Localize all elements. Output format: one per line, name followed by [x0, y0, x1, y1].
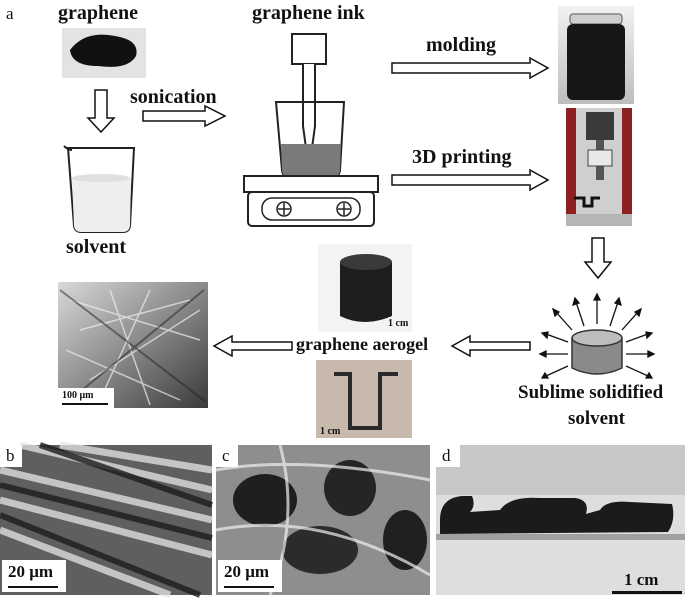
panel-label-d: d — [442, 446, 451, 465]
arrow-molding — [391, 56, 550, 80]
label-sublime-line2: solvent — [568, 408, 625, 429]
label-3d-printing: 3D printing — [412, 146, 512, 168]
arrow-graphene-to-solvent — [86, 89, 116, 134]
scale-bar-printed-photo: 1 cm — [320, 426, 341, 437]
label-sublime-line1: Sublime solidified — [518, 382, 664, 403]
panel-c-image — [215, 444, 431, 596]
printer-photo — [566, 108, 632, 226]
solvent-beaker — [63, 145, 136, 233]
panel-d-image — [436, 445, 685, 595]
label-solvent: solvent — [66, 236, 126, 258]
label-graphene: graphene — [58, 2, 138, 24]
scale-bar-panel-c: 20 μm — [224, 562, 270, 581]
arrow-to-aerogel — [450, 334, 531, 358]
arrow-3d-printing — [391, 168, 550, 192]
printed-aerogel-photo — [316, 360, 412, 438]
label-graphene-ink: graphene ink — [252, 2, 365, 24]
label-molding: molding — [426, 34, 497, 56]
panel-label-a: a — [6, 4, 14, 23]
molding-jar-photo — [558, 6, 634, 104]
panel-b-image — [0, 441, 213, 598]
label-sonication: sonication — [130, 86, 217, 108]
arrow-to-sublime — [583, 237, 613, 280]
sonicator — [243, 33, 379, 227]
panel-label-b: b — [6, 446, 15, 465]
scale-bar-panel-d: 1 cm — [624, 570, 659, 589]
arrow-sonication — [142, 104, 227, 128]
aerogel-cylinder-photo — [318, 244, 412, 332]
panel-label-c: c — [222, 446, 230, 465]
sem-top-image — [58, 282, 208, 408]
sublime-cylinder — [538, 292, 656, 379]
label-graphene-aerogel: graphene aerogel — [296, 334, 429, 354]
graphene-powder-photo — [62, 28, 146, 78]
scale-bar-panel-b: 20 μm — [8, 562, 54, 581]
arrow-to-sem — [212, 334, 293, 358]
scale-bar-sem-top: 100 μm — [62, 390, 94, 401]
radiating-arrows — [538, 292, 656, 379]
scale-bar-aerogel-photo: 1 cm — [388, 318, 409, 329]
